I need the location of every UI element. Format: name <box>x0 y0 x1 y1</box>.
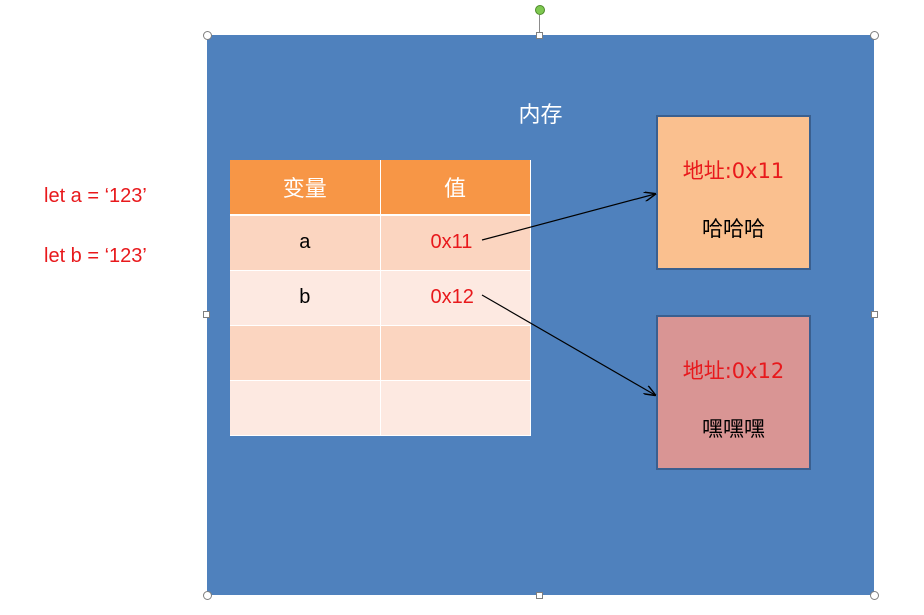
memory-box-0x12[interactable]: 地址:0x12 嘿嘿嘿 <box>656 315 811 470</box>
resize-handle-left[interactable] <box>203 311 210 318</box>
rotation-handle[interactable] <box>535 5 545 15</box>
table-row: b 0x12 <box>230 270 531 326</box>
memory-box-0x11[interactable]: 地址:0x11 哈哈哈 <box>656 115 811 270</box>
table-row: a 0x11 <box>230 215 531 271</box>
resize-handle-bottom-right[interactable] <box>870 591 879 600</box>
table-row <box>230 380 531 436</box>
row-variable-name: b <box>230 270 381 326</box>
header-variable: 变量 <box>230 160 381 216</box>
arrow-a-to-box1 <box>481 194 655 241</box>
row-address <box>380 380 531 436</box>
box-value: 嘿嘿嘿 <box>702 417 765 441</box>
row-address: 0x11 <box>380 215 531 271</box>
table-header-row: 变量 值 <box>230 160 531 216</box>
row-variable-name: a <box>230 215 381 271</box>
row-address <box>380 325 531 381</box>
resize-handle-top[interactable] <box>536 32 543 39</box>
box-address: 地址:0x11 <box>682 159 785 183</box>
box-address: 地址:0x12 <box>682 359 785 383</box>
code-line-b: let b = ‘123’ <box>44 245 147 267</box>
resize-handle-top-right[interactable] <box>870 31 879 40</box>
rotation-stem <box>539 15 540 32</box>
header-value: 值 <box>380 160 531 216</box>
row-address: 0x12 <box>380 270 531 326</box>
variable-table: 变量 值 a 0x11 b 0x12 <box>230 160 531 436</box>
memory-title: 内存 <box>518 103 563 128</box>
row-variable-name <box>230 325 381 381</box>
resize-handle-bottom-left[interactable] <box>203 591 212 600</box>
resize-handle-bottom[interactable] <box>536 592 543 599</box>
resize-handle-right[interactable] <box>871 311 878 318</box>
arrow-b-to-box2 <box>481 294 655 395</box>
table-row <box>230 325 531 381</box>
code-line-a: let a = ‘123’ <box>44 185 147 207</box>
box-value: 哈哈哈 <box>702 217 765 241</box>
resize-handle-top-left[interactable] <box>203 31 212 40</box>
row-variable-name <box>230 380 381 436</box>
